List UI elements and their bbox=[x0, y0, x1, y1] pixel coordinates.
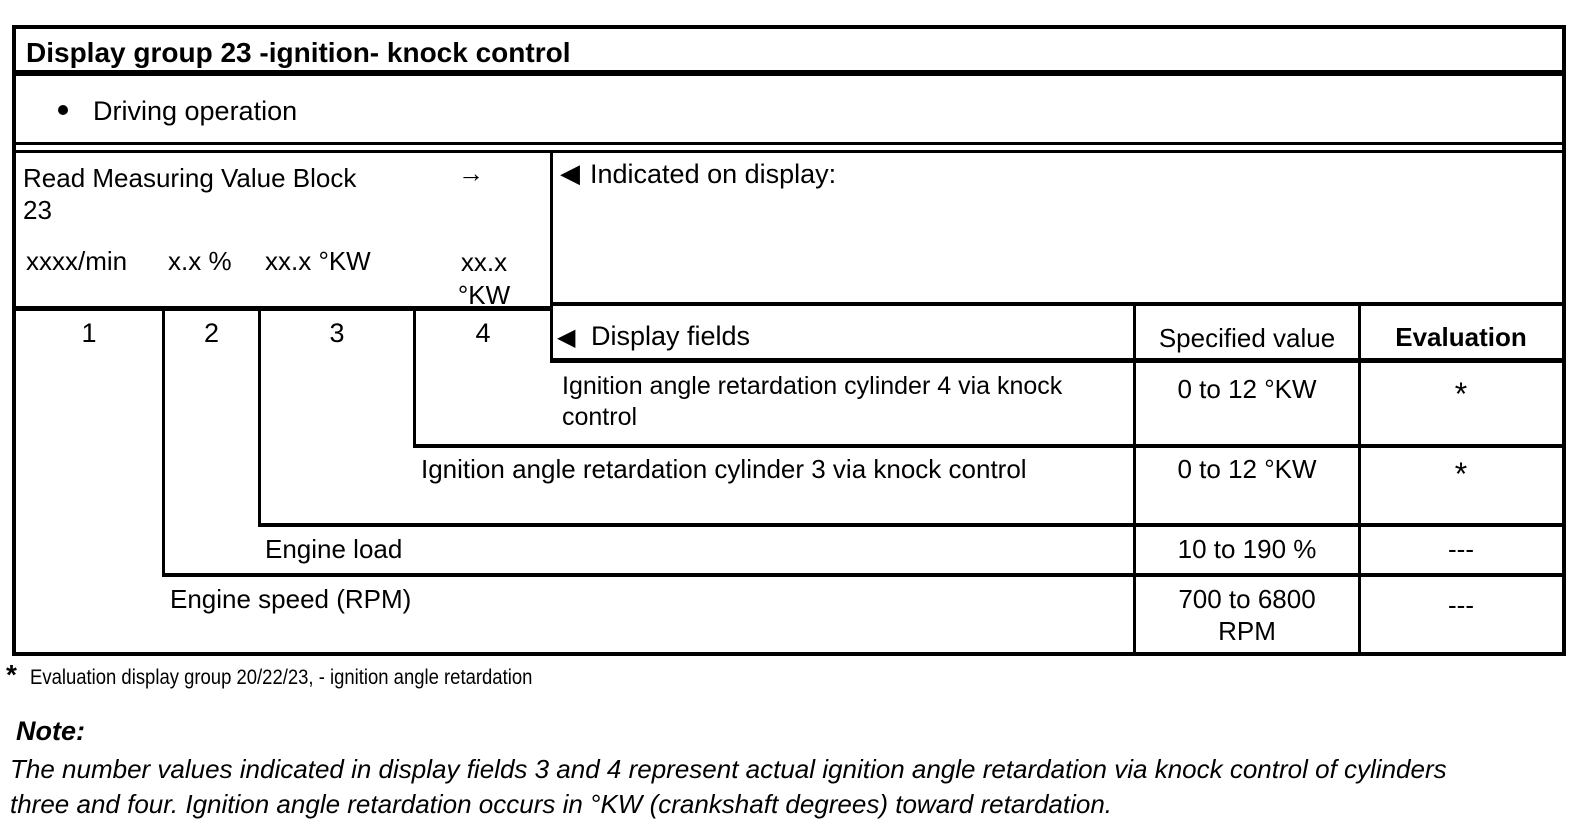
footnote-text: Evaluation display group 20/22/23, - ign… bbox=[30, 666, 533, 689]
rule-specified-left bbox=[1133, 302, 1136, 656]
rule-field3-right bbox=[413, 306, 416, 448]
row-eval-cylinder4: * bbox=[1454, 376, 1468, 412]
note-body: The number values indicated in display f… bbox=[10, 754, 1447, 819]
read-format-load: x.x % bbox=[168, 246, 232, 276]
rule-under-title bbox=[12, 70, 1566, 76]
table-border-right bbox=[1562, 25, 1566, 656]
row-value-engine-speed: 700 to 6800 RPM bbox=[1178, 584, 1316, 646]
row-field-engine-load: Engine load bbox=[265, 534, 403, 564]
rule-double-1 bbox=[12, 142, 1566, 145]
page-title: Display group 23 -ignition- knock contro… bbox=[26, 37, 571, 68]
row-field-cylinder3: Ignition angle retardation cylinder 3 vi… bbox=[421, 454, 1027, 484]
read-format-kw3: xx.x °KW bbox=[265, 246, 371, 276]
row-value-engine-load: 10 to 190 % bbox=[1177, 534, 1317, 564]
row-value-cylinder4: 0 to 12 °KW bbox=[1177, 374, 1317, 404]
rule-row-cyl4-bottom bbox=[413, 444, 1566, 448]
table-border-top bbox=[12, 25, 1566, 29]
bullet-icon bbox=[58, 105, 68, 115]
left-triangle-icon: ◀ bbox=[560, 158, 580, 188]
rule-readblock-right bbox=[550, 150, 553, 362]
table-border-bottom bbox=[12, 652, 1566, 656]
indicated-label: Indicated on display: bbox=[590, 159, 837, 189]
row-eval-engine-load: --- bbox=[1448, 534, 1474, 564]
rule-field2-right bbox=[258, 306, 261, 527]
row-value-cylinder3: 0 to 12 °KW bbox=[1177, 454, 1317, 484]
row-field-engine-speed: Engine speed (RPM) bbox=[170, 584, 412, 614]
column-specified-value: Specified value bbox=[1158, 323, 1336, 353]
display-field-number-1: 1 bbox=[81, 318, 97, 348]
display-field-number-3: 3 bbox=[329, 318, 345, 348]
row-eval-cylinder3: * bbox=[1454, 456, 1468, 492]
rule-evaluation-left bbox=[1358, 302, 1361, 656]
note-label: Note: bbox=[16, 716, 85, 746]
row-field-cylinder4: Ignition angle retardation cylinder 4 vi… bbox=[562, 372, 1063, 431]
read-block-command: Read Measuring Value Block 23 bbox=[23, 163, 357, 225]
row-eval-engine-speed: --- bbox=[1448, 590, 1474, 620]
left-triangle-icon: ◀ bbox=[557, 324, 576, 351]
rule-row-load-bottom bbox=[162, 573, 1566, 577]
rule-row-cyl3-bottom bbox=[258, 523, 1566, 527]
rule-indicated-bottom bbox=[550, 302, 1566, 306]
table-border-left bbox=[12, 25, 16, 656]
right-arrow-icon: → bbox=[458, 158, 484, 188]
rule-field1-right bbox=[162, 306, 165, 577]
display-field-number-2: 2 bbox=[203, 318, 220, 348]
rule-header-bottom bbox=[550, 358, 1566, 363]
footnote-asterisk: * bbox=[6, 659, 17, 690]
read-format-kw4: xx.x °KW bbox=[457, 247, 511, 310]
column-evaluation: Evaluation bbox=[1395, 322, 1527, 352]
rule-double-2 bbox=[12, 150, 1566, 153]
rule-readblock-bottom bbox=[12, 306, 553, 311]
column-display-fields: Display fields bbox=[591, 321, 751, 351]
operation-label: Driving operation bbox=[93, 96, 298, 126]
read-format-rpm: xxxx/min bbox=[26, 246, 128, 276]
display-field-number-4: 4 bbox=[475, 318, 491, 348]
